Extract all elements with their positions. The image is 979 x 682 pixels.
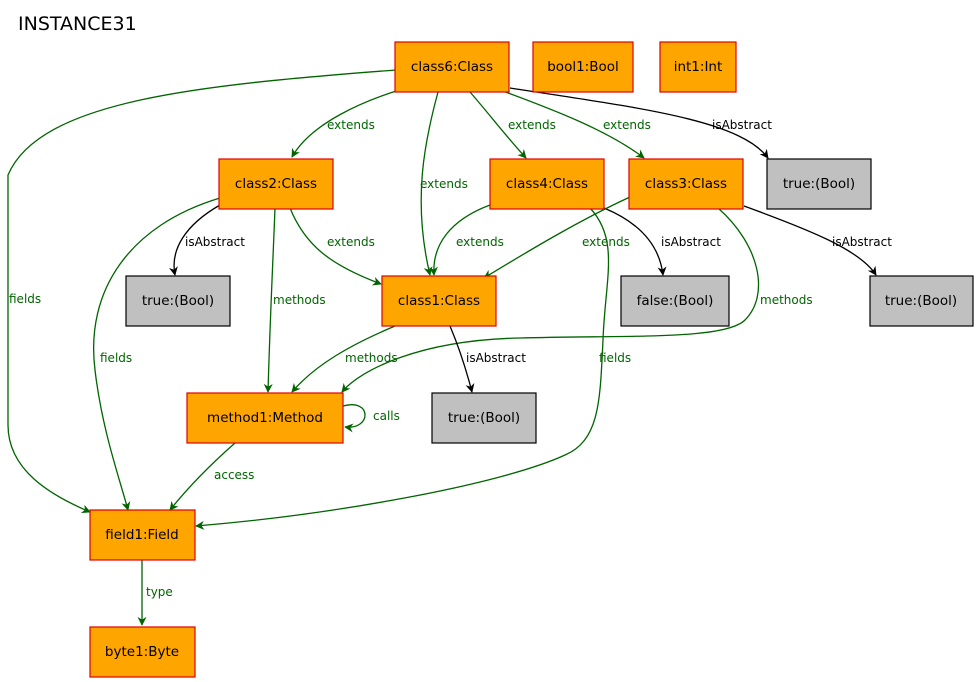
node-label: class4:Class [506, 176, 588, 192]
edge-label: extends [582, 235, 630, 249]
node-label: method1:Method [207, 410, 323, 426]
node-field1[interactable]: field1:Field [89, 509, 196, 561]
node-class4[interactable]: class4:Class [489, 158, 605, 210]
edge-label: extends [456, 235, 504, 249]
edge-label: fields [599, 351, 631, 365]
edge-label: methods [760, 293, 813, 307]
diagram-title: INSTANCE31 [18, 13, 137, 35]
edge-label: fields [100, 351, 132, 365]
edge-field1-byte1-type: type [137, 558, 173, 626]
edge-class6-class1-extends: extends [420, 91, 468, 276]
edge-label: extends [327, 235, 375, 249]
node-label: byte1:Byte [105, 644, 179, 660]
node-true-bool-class2[interactable]: true:(Bool) [125, 275, 231, 327]
edge-class6-true-isabstract: isAbstract [509, 87, 772, 159]
node-label: field1:Field [105, 527, 178, 543]
edge-label: isAbstract [185, 235, 245, 249]
edge-label: methods [345, 351, 398, 365]
edge-label: isAbstract [832, 235, 892, 249]
edge-label: isAbstract [712, 118, 772, 132]
node-byte1[interactable]: byte1:Byte [89, 626, 196, 678]
edge-class6-class3-extends: extends [499, 89, 651, 159]
edge-label: isAbstract [466, 351, 526, 365]
edge-label: extends [420, 177, 468, 191]
node-true-bool-class6[interactable]: true:(Bool) [766, 158, 872, 210]
node-bool1[interactable]: bool1:Bool [532, 41, 634, 93]
edge-label: isAbstract [661, 235, 721, 249]
node-label: false:(Bool) [637, 293, 714, 309]
node-label: bool1:Bool [547, 59, 619, 75]
edge-class3-method1-methods: methods [341, 207, 813, 393]
edge-class6-field1-fields: fields [7, 69, 397, 513]
edge-class2-method1-methods: methods [263, 207, 326, 393]
node-label: class1:Class [398, 293, 480, 309]
node-label: class3:Class [645, 176, 727, 192]
node-class1[interactable]: class1:Class [381, 275, 497, 327]
edge-method1-field1-access: access [169, 442, 254, 511]
node-label: int1:Int [674, 59, 723, 75]
node-label: true:(Bool) [783, 176, 855, 192]
node-int1[interactable]: int1:Int [659, 41, 737, 93]
node-label: class6:Class [411, 59, 493, 75]
edge-label: extends [603, 118, 651, 132]
edge-class4-field1-fields: fields [195, 207, 631, 530]
edge-label: extends [508, 118, 556, 132]
node-class3[interactable]: class3:Class [628, 158, 744, 210]
node-class2[interactable]: class2:Class [218, 158, 334, 210]
node-false-bool-class4[interactable]: false:(Bool) [620, 275, 730, 327]
node-label: class2:Class [235, 176, 317, 192]
edge-class1-true-isabstract: isAbstract [449, 325, 526, 393]
edge-class1-method1-methods: methods [291, 325, 398, 393]
edge-class6-class4-extends: extends [469, 91, 556, 159]
node-label: true:(Bool) [885, 293, 957, 309]
node-true-bool-class1[interactable]: true:(Bool) [431, 392, 537, 444]
edge-label: extends [327, 118, 375, 132]
edge-label: access [214, 468, 254, 482]
edge-label: calls [373, 409, 400, 423]
edge-class2-class1-extends: extends [289, 207, 382, 286]
edge-method1-method1-calls: calls [342, 404, 400, 433]
edge-label: type [146, 585, 173, 599]
edge-class4-class1-extends: extends [428, 204, 504, 276]
edge-label: methods [273, 293, 326, 307]
edge-class3-class1-extends: extends [483, 196, 631, 279]
node-label: true:(Bool) [142, 293, 214, 309]
node-true-bool-class3[interactable]: true:(Bool) [869, 275, 974, 327]
edge-class3-true-isabstract: isAbstract [743, 205, 892, 276]
edge-class6-class2-extends: extends [291, 83, 421, 158]
edge-label: fields [9, 292, 41, 306]
node-label: true:(Bool) [448, 410, 520, 426]
node-method1[interactable]: method1:Method [186, 392, 344, 444]
edge-class2-true-isabstract: isAbstract [169, 204, 245, 276]
edge-class2-field1-fields: fields [93, 197, 221, 511]
edge-class4-false-isabstract: isAbstract [603, 207, 721, 276]
node-class6[interactable]: class6:Class [394, 41, 510, 93]
